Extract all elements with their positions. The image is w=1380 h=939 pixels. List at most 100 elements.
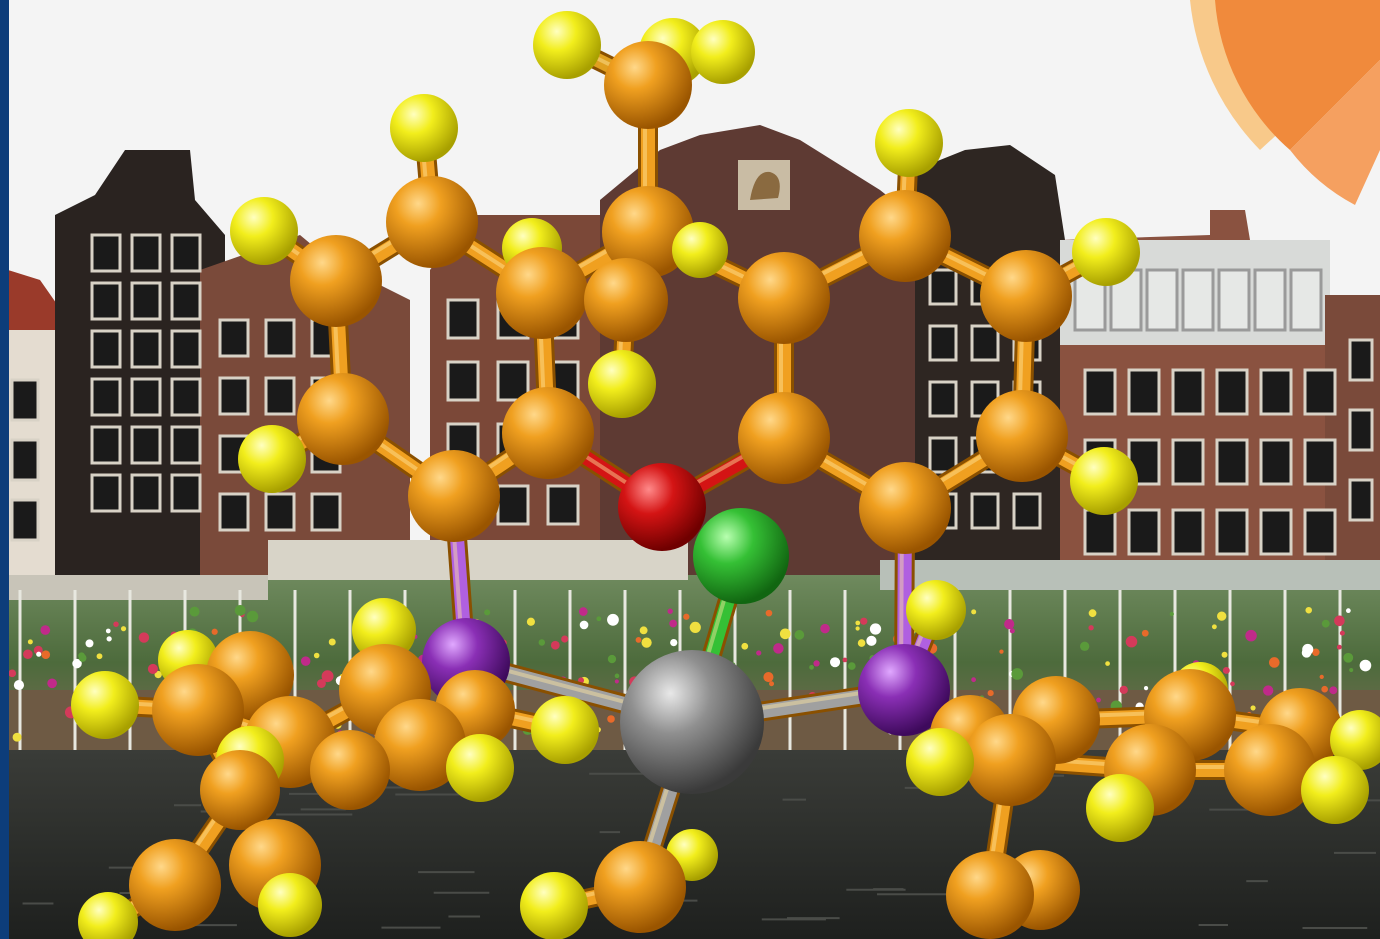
flower xyxy=(1339,630,1345,636)
hydrogen-atom xyxy=(71,671,139,739)
flower xyxy=(855,620,861,626)
window xyxy=(1289,268,1323,332)
window xyxy=(218,376,250,416)
flower xyxy=(669,619,678,628)
flower xyxy=(328,638,336,646)
corner-accent xyxy=(1190,0,1380,205)
flower xyxy=(809,664,814,670)
flower xyxy=(113,621,119,627)
window xyxy=(218,492,250,532)
flower xyxy=(607,654,617,664)
flower xyxy=(211,628,218,635)
flower xyxy=(1088,625,1094,631)
window xyxy=(130,233,162,273)
hydrogen-atom xyxy=(1086,774,1154,842)
window xyxy=(1083,368,1117,416)
flower xyxy=(1009,628,1015,634)
hydrogen-atom xyxy=(520,872,588,939)
flower xyxy=(741,642,749,650)
flower xyxy=(689,621,701,633)
window xyxy=(970,492,1000,530)
metal-atom xyxy=(620,650,764,794)
flower xyxy=(85,639,94,648)
flower xyxy=(779,628,791,640)
window xyxy=(130,281,162,321)
flower xyxy=(120,626,127,632)
flower xyxy=(769,681,775,687)
window xyxy=(1259,508,1293,556)
flower xyxy=(300,656,311,666)
window xyxy=(90,377,122,417)
hydrogen-atom xyxy=(691,20,755,84)
window xyxy=(546,484,580,526)
window xyxy=(446,298,480,340)
flower xyxy=(670,638,678,647)
flower xyxy=(147,663,158,674)
window xyxy=(1171,508,1205,556)
flower xyxy=(1245,629,1257,642)
window xyxy=(130,425,162,465)
flower xyxy=(1011,668,1024,680)
carbon-atom xyxy=(594,841,686,933)
window xyxy=(310,492,342,532)
carbon-atom xyxy=(297,373,389,465)
hydrogen-atom xyxy=(531,696,599,764)
carbon-atom xyxy=(964,714,1056,806)
flower xyxy=(683,613,690,620)
window xyxy=(970,324,1000,362)
flower xyxy=(869,623,882,635)
flower xyxy=(971,677,977,683)
window xyxy=(1012,492,1042,530)
flower xyxy=(1301,648,1312,658)
flower xyxy=(1269,657,1280,668)
flower xyxy=(1263,685,1274,696)
flower xyxy=(596,616,602,622)
flower xyxy=(607,613,619,626)
window xyxy=(130,329,162,369)
flower xyxy=(538,639,546,646)
carbon-atom xyxy=(496,247,588,339)
window xyxy=(264,376,296,416)
flower xyxy=(1343,652,1354,663)
carbon-atom xyxy=(602,186,694,278)
flower xyxy=(1141,629,1149,637)
flower xyxy=(1088,609,1097,618)
lion-crest-icon xyxy=(738,160,790,210)
phosphorus-atom xyxy=(858,644,950,736)
flower xyxy=(847,662,856,670)
window xyxy=(1253,268,1287,332)
flower xyxy=(1125,635,1138,648)
carbon-atom xyxy=(976,390,1068,482)
carbon-atom xyxy=(859,190,951,282)
window xyxy=(264,318,296,358)
flower xyxy=(1004,619,1015,630)
molecule-model-icon xyxy=(71,11,1380,939)
window xyxy=(90,329,122,369)
flower xyxy=(106,636,112,642)
carbon-atom xyxy=(502,387,594,479)
window xyxy=(170,377,202,417)
flower xyxy=(614,679,619,684)
flower xyxy=(1319,674,1324,680)
flower xyxy=(1217,611,1227,621)
hydrogen-atom xyxy=(672,222,728,278)
window xyxy=(1127,508,1161,556)
flower xyxy=(1143,685,1149,691)
flower xyxy=(1359,659,1372,672)
flower xyxy=(27,639,33,645)
window xyxy=(218,318,250,358)
window xyxy=(130,473,162,513)
carbon-atom xyxy=(980,250,1072,342)
flower xyxy=(1222,667,1230,674)
flower xyxy=(1169,611,1174,617)
window xyxy=(1348,338,1374,382)
carbon-atom xyxy=(859,462,951,554)
window xyxy=(1181,268,1215,332)
window xyxy=(1083,508,1117,556)
flower xyxy=(13,679,25,691)
hydrogen-atom xyxy=(230,197,298,265)
flower xyxy=(484,609,491,616)
flower xyxy=(1334,615,1345,627)
left-border-strip xyxy=(0,0,9,939)
window xyxy=(1259,438,1293,486)
